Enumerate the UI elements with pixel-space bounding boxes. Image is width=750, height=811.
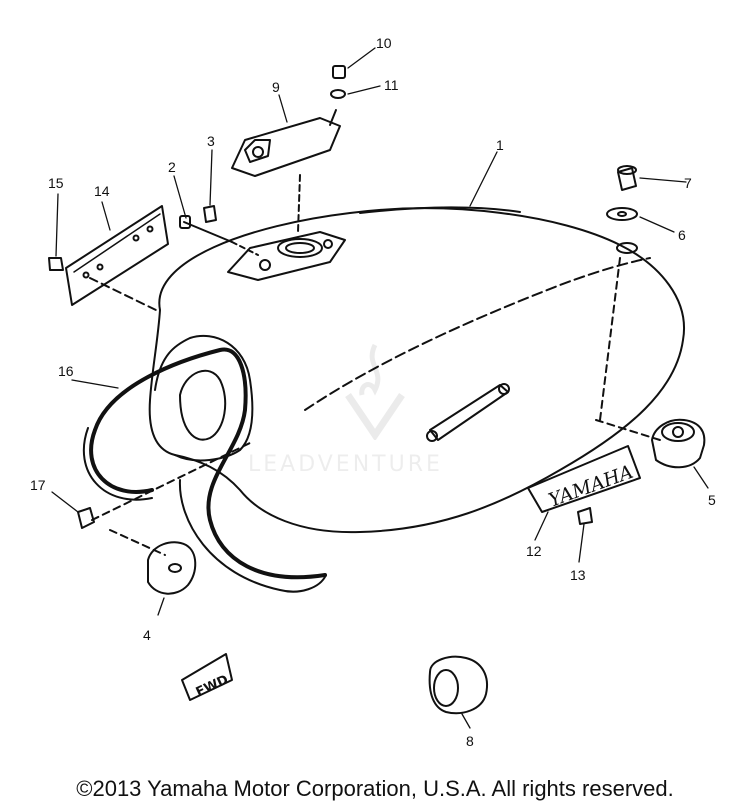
callout-14: 14 <box>94 183 110 199</box>
filler-neck <box>227 231 346 281</box>
emblem-bracket-14 <box>65 205 169 306</box>
nut-3 <box>203 205 217 223</box>
callout-3: 3 <box>207 133 215 149</box>
tank-seam <box>359 206 521 214</box>
callout-12: 12 <box>526 543 542 559</box>
callout-11: 11 <box>384 77 399 93</box>
screw-10 <box>332 65 346 79</box>
cushion-4 <box>147 541 197 595</box>
emblem-text: YAMAHA <box>546 461 636 512</box>
bolt-2 <box>183 221 233 243</box>
fwd-text: FWD <box>194 672 231 700</box>
callout-13: 13 <box>570 567 586 583</box>
callout-8: 8 <box>466 733 474 749</box>
callout-6: 6 <box>678 227 686 243</box>
damper-5 <box>651 418 706 469</box>
washer-11 <box>330 89 346 99</box>
filler-opening <box>277 238 323 258</box>
filler-cap <box>231 117 341 177</box>
watermark: LEADVENTURE <box>248 452 443 477</box>
callout-5: 5 <box>708 492 716 508</box>
cap-8 <box>428 655 488 715</box>
fwd-label <box>181 653 233 701</box>
hose-16 <box>89 347 327 580</box>
tank-tunnel <box>179 369 227 441</box>
callout-16: 16 <box>58 363 74 379</box>
screw-13 <box>577 507 593 525</box>
tank-bracket <box>429 384 509 441</box>
drain-plug-7 <box>617 167 637 191</box>
watermark-logo-icon <box>345 343 405 440</box>
callout-7: 7 <box>684 175 692 191</box>
gasket-6 <box>606 207 638 221</box>
callout-9: 9 <box>272 79 280 95</box>
copyright-notice: ©2013 Yamaha Motor Corporation, U.S.A. A… <box>76 776 674 801</box>
leader-lines <box>51 47 709 729</box>
callout-1: 1 <box>496 137 504 153</box>
callout-2: 2 <box>168 159 176 175</box>
clip-17 <box>77 507 95 529</box>
callout-10: 10 <box>376 35 392 51</box>
callout-15: 15 <box>48 175 64 191</box>
screw-15 <box>48 257 64 271</box>
callout-17: 17 <box>30 477 46 493</box>
emblem-12 <box>527 445 641 513</box>
callout-4: 4 <box>143 627 151 643</box>
